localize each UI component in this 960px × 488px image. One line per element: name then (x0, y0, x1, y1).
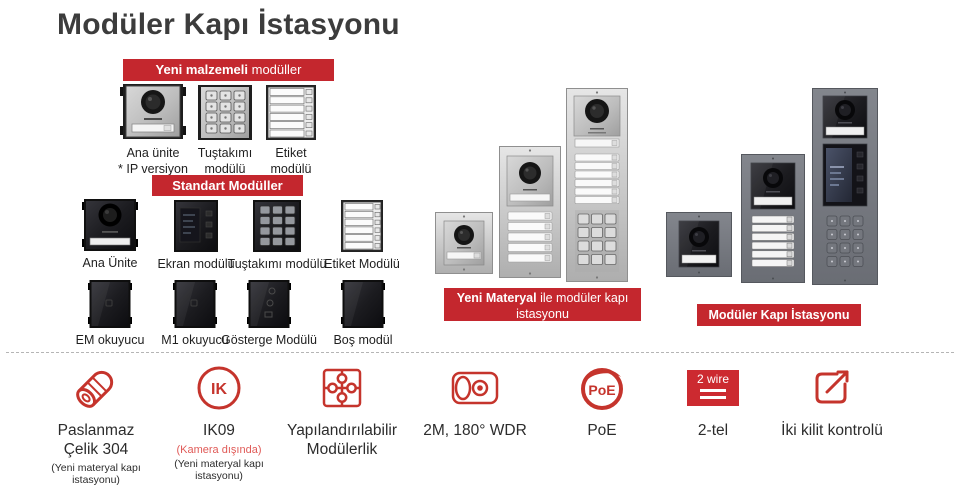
page-title: Modüler Kapı İstasyonu (57, 8, 400, 41)
m1-reader-image (173, 280, 217, 328)
module-label-keypad-standard: Tuştakımı modülü (227, 257, 327, 271)
feature-note: (Yeni materyal kapı istasyonu) (174, 457, 264, 483)
nametag-module-image (266, 85, 316, 140)
module-card-keypad-standard: Tuştakımı modülü (225, 200, 329, 272)
feature-title: 2-tel (697, 422, 729, 439)
banner-new-modules: Yeni malzemeli modüller (123, 59, 334, 81)
feature-stainless-steel: Paslanmaz Çelik 304 (Yeni materyal kapı … (35, 363, 157, 487)
module-label-ana-unite: Ana Ünite (82, 256, 138, 270)
feature-note: (Yeni materyal kapı istasyonu) (51, 461, 141, 487)
dark-station-small-image (666, 212, 732, 277)
banner-steel-line2: istasyonu (516, 307, 569, 321)
ik09-rating-icon: IK (197, 366, 241, 410)
feature-title: İki kilit kontrolü (781, 422, 883, 439)
module-card-m1-reader: M1 okuyucu (147, 280, 243, 348)
stainless-steel-icon (76, 370, 114, 408)
dark-station-tall-image (812, 88, 878, 285)
banner-standard-modules: Standart Modüller (152, 175, 303, 196)
feature-title: Paslanmaz Çelik 304 (57, 422, 135, 458)
banner-new-modules-rest: modüller (248, 62, 302, 77)
banner-dark-station: Modüler Kapı İstasyonu (697, 304, 861, 326)
feature-title: 2M, 180° WDR (423, 422, 527, 439)
module-card-indicator: Gösterge Modülü (219, 280, 319, 348)
svg-text:2 wire: 2 wire (697, 372, 729, 386)
module-label-blank: Boş modül (333, 333, 393, 347)
feature-title: PoE (587, 422, 617, 439)
black-main-unit-image (82, 199, 138, 251)
svg-text:IK: IK (211, 381, 227, 398)
module-label-m1-reader: M1 okuyucu (161, 333, 229, 347)
module-card-blank: Boş modül (315, 280, 411, 348)
module-card-ana-unite-ip: Ana ünite * IP versiyon (108, 83, 198, 178)
separator-dashed-line (6, 352, 954, 353)
indicator-module-image (247, 280, 291, 328)
module-card-label-standard: Etiket Modülü (314, 200, 410, 272)
module-card-screen: Ekran modülü (150, 200, 242, 272)
module-card-label-new: Etiket modülü (251, 84, 331, 178)
module-card-keypad-new: Tuştakımı modülü (183, 84, 267, 178)
feature-dual-lock: İki kilit kontrolü (755, 363, 909, 441)
em-reader-image (88, 280, 132, 328)
banner-new-modules-bold: Yeni malzemeli (155, 62, 249, 77)
steel-main-unit-image (120, 84, 186, 139)
banner-steel-bold: Yeni Materyal (456, 291, 537, 305)
feature-modularity: Yapılandırılabilir Modülerlik (266, 363, 418, 460)
feature-wdr-camera: 2M, 180° WDR (398, 363, 552, 441)
module-label-label-new: Etiket modülü (270, 146, 312, 177)
modularity-puzzle-icon (322, 368, 362, 408)
nametag-module-standard-image (341, 200, 383, 252)
steel-keypad-image (198, 85, 252, 140)
steel-station-small-image (435, 212, 493, 274)
module-card-em-reader: EM okuyucu (62, 280, 158, 348)
module-label-label-standard: Etiket Modülü (324, 257, 400, 271)
module-label-screen: Ekran modülü (157, 257, 235, 271)
dual-lock-control-icon (815, 370, 849, 404)
steel-station-tall-image (566, 88, 628, 282)
module-label-keypad-new: Tuştakımı modülü (197, 146, 253, 177)
module-label-ana-unite-ip: Ana ünite * IP versiyon (118, 146, 188, 177)
banner-steel-line1: Yeni Materyal ile modüler kapı (444, 290, 641, 306)
module-label-em-reader: EM okuyucu (75, 333, 145, 347)
feature-ik09: IK IK09 (Kamera dışında) (Yeni materyal … (158, 363, 280, 483)
feature-poe: PoE PoE (550, 363, 654, 441)
dark-station-medium-image (741, 154, 805, 283)
feature-title: IK09 (203, 422, 235, 439)
two-wire-icon: 2 wire (687, 370, 739, 406)
poe-icon: PoE (581, 368, 623, 410)
feature-note-red: (Kamera dışında) (176, 443, 262, 456)
feature-title: Yapılandırılabilir Modülerlik (287, 422, 397, 458)
black-keypad-image (253, 200, 301, 252)
screen-module-image (174, 200, 218, 252)
camera-wdr-icon (451, 371, 499, 405)
banner-steel-station: Yeni Materyal ile modüler kapı istasyonu (444, 288, 641, 321)
svg-text:PoE: PoE (588, 382, 615, 398)
blank-module-image (341, 280, 385, 328)
module-card-ana-unite: Ana Ünite (64, 199, 156, 271)
banner-steel-rest: ile modüler kapı (536, 291, 629, 305)
steel-station-medium-image (499, 146, 561, 278)
module-label-indicator: Gösterge Modülü (221, 333, 317, 347)
feature-two-wire: 2 wire 2-tel (660, 363, 766, 441)
